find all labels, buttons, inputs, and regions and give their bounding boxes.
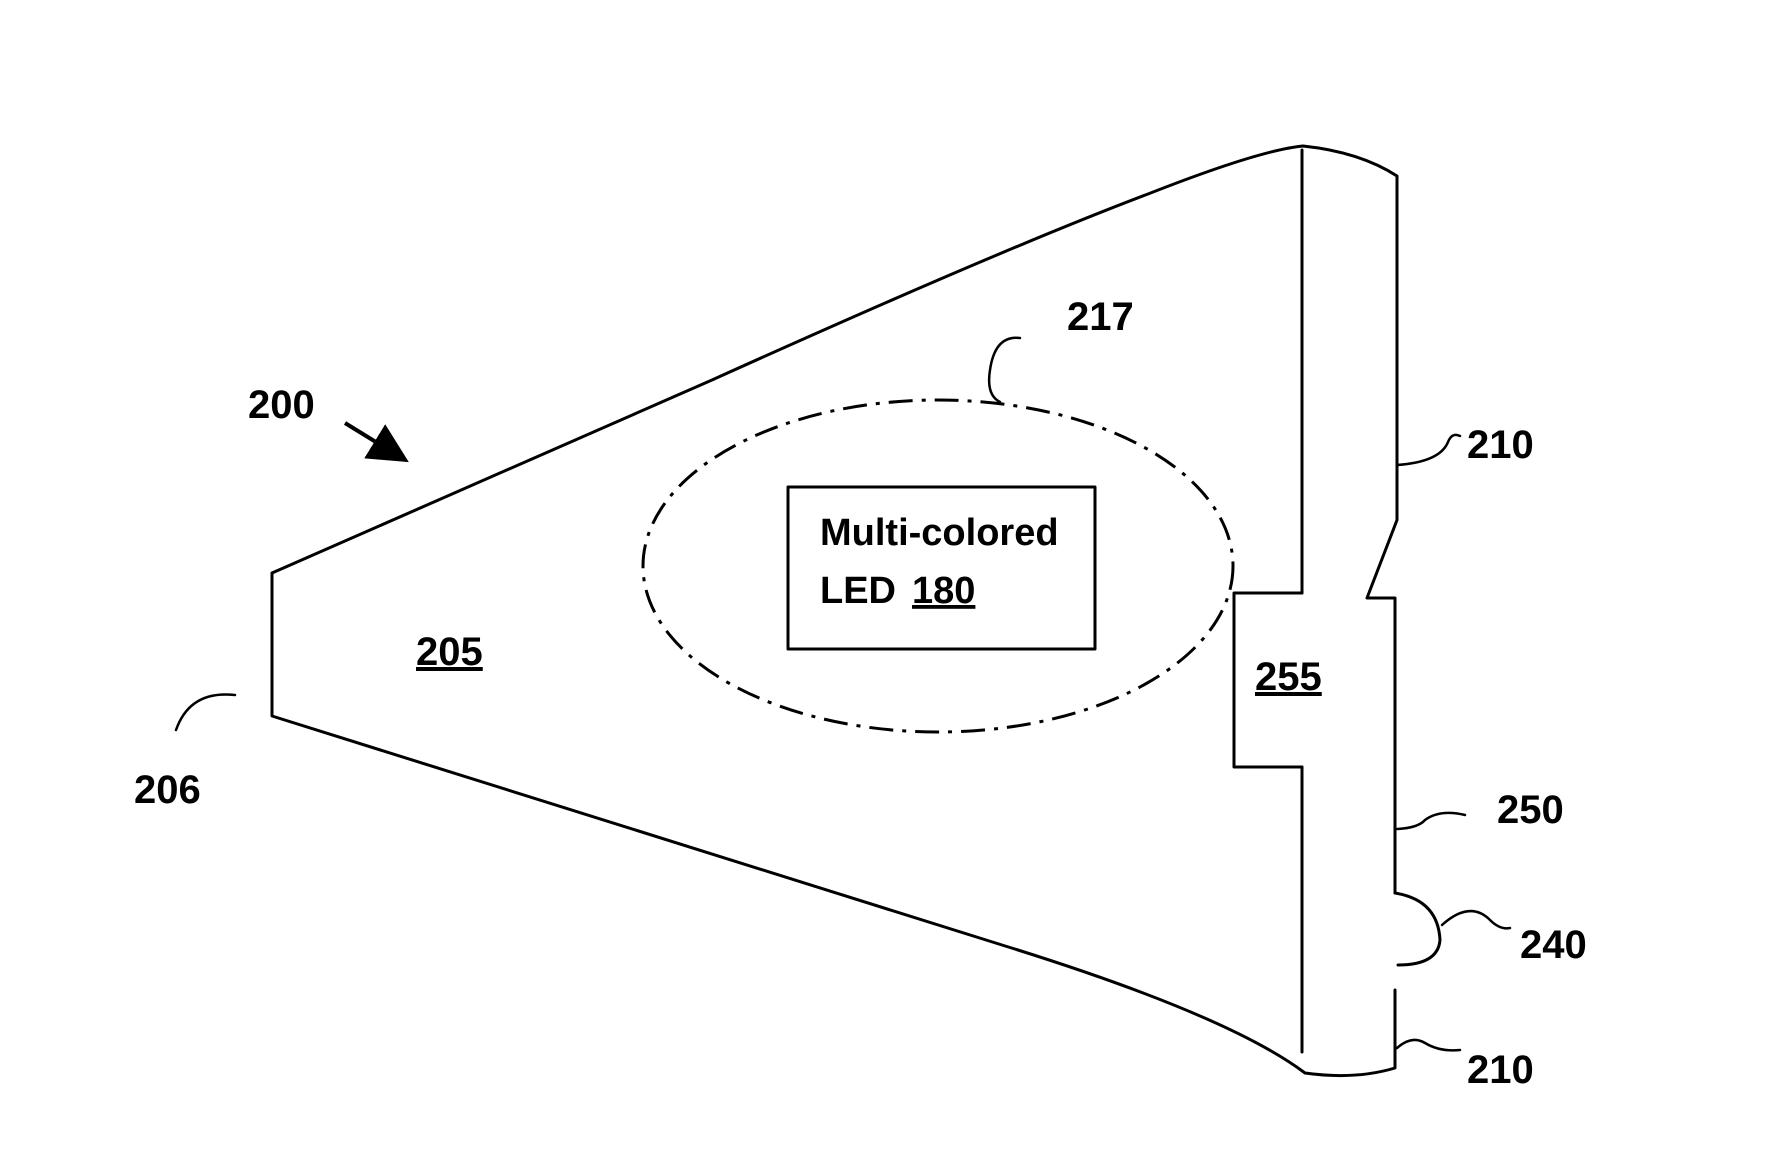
- led-box-line2-prefix: LED: [820, 570, 896, 612]
- bump-outline: [1395, 893, 1440, 965]
- led-box-line1: Multi-colored: [820, 512, 1059, 554]
- plate-leader: [1397, 813, 1465, 829]
- ref-top-edge: 210: [1467, 423, 1534, 467]
- ref-bottom-edge: 210: [1467, 1048, 1534, 1092]
- region-ellipse: [643, 400, 1233, 732]
- region-leader: [989, 338, 1020, 402]
- ref-bump: 240: [1520, 923, 1587, 967]
- ref-region: 217: [1067, 295, 1134, 339]
- tip-leader: [176, 694, 235, 730]
- bottom-edge-leader: [1397, 1040, 1460, 1050]
- ref-tab: 255: [1255, 655, 1322, 699]
- bump-leader: [1442, 911, 1510, 928]
- ref-body: 205: [416, 630, 483, 674]
- ref-device: 200: [248, 383, 315, 427]
- led-box-line2-ref: 180: [912, 570, 975, 612]
- ref-tip: 206: [134, 768, 201, 812]
- device-arrow: [345, 423, 402, 458]
- ref-plate: 250: [1497, 788, 1564, 832]
- top-edge-leader: [1397, 435, 1460, 465]
